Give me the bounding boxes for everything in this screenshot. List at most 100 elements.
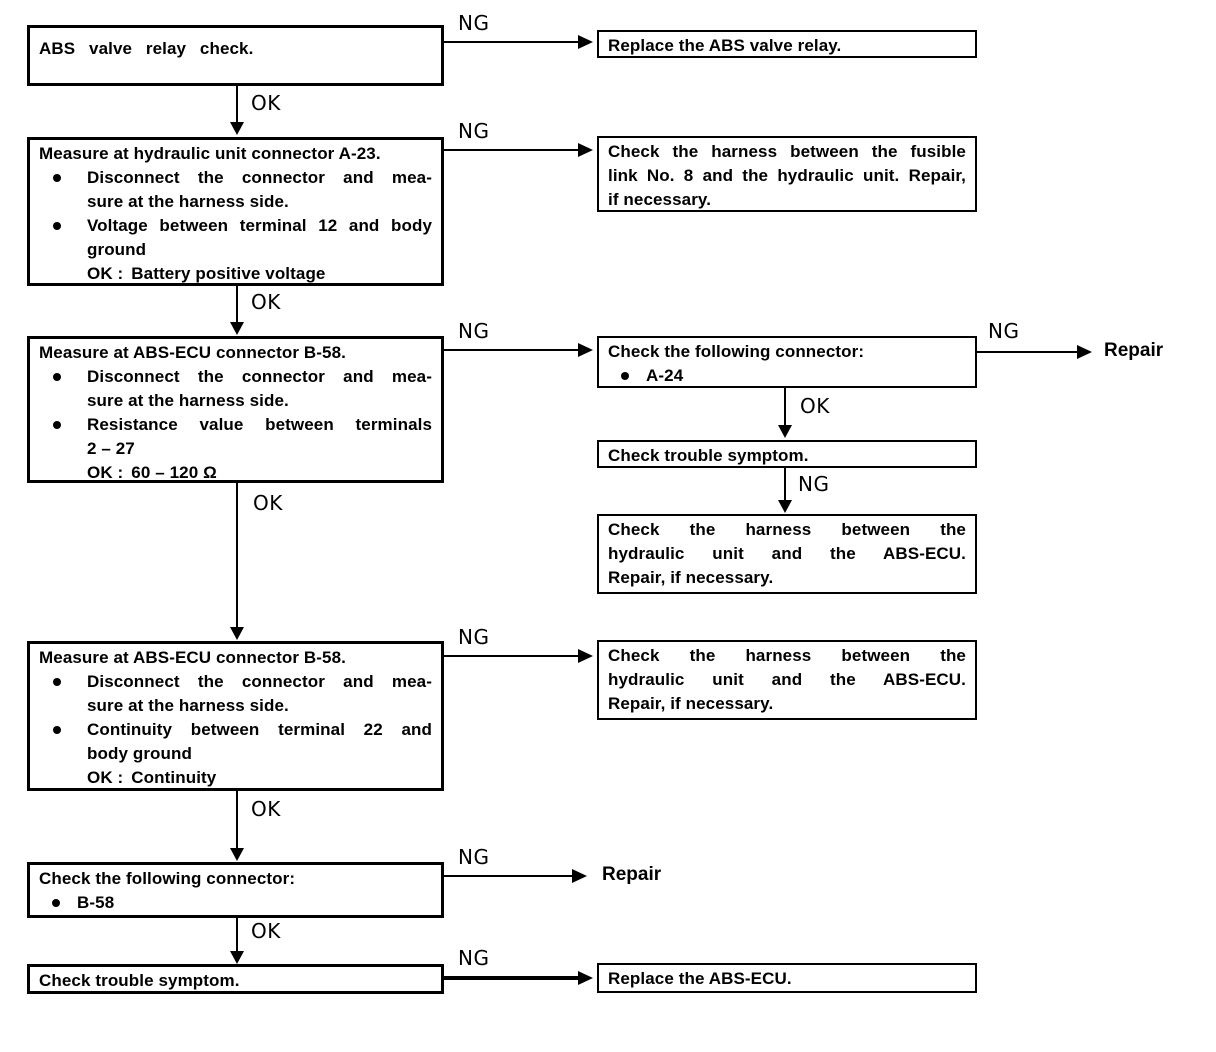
node-text-line: Repair, if necessary. (608, 694, 774, 713)
result-repair-1: Repair (1104, 340, 1164, 361)
bullet-continuation: ground (87, 240, 147, 259)
ok-arrow-4 (236, 791, 238, 849)
node-check-trouble-symptom-left: Check trouble symptom. (27, 964, 444, 994)
bullet-icon (621, 372, 629, 380)
node-text-line: Repair, if necessary. (608, 568, 774, 587)
ng-arrow-1 (444, 41, 578, 43)
node-text: Check trouble symptom. (608, 446, 809, 465)
bullet-icon (52, 899, 60, 907)
bullet-icon (53, 421, 61, 429)
arrowhead-right-icon (578, 143, 593, 157)
node-replace-abs-valve-relay: Replace the ABS valve relay. (597, 30, 977, 58)
node-replace-abs-ecu: Replace the ABS-ECU. (597, 963, 977, 993)
bullet-icon (53, 726, 61, 734)
arrowhead-right-icon (578, 649, 593, 663)
ng-label: NG (458, 946, 490, 970)
node-title: Measure at hydraulic unit connector A-23… (39, 144, 381, 163)
node-title: Measure at ABS-ECU connector B-58. (39, 648, 346, 667)
bullet-item: B-58 (39, 891, 432, 915)
ok-arrow-2 (236, 286, 238, 323)
arrowhead-down-icon (778, 500, 792, 513)
arrowhead-right-icon (578, 343, 593, 357)
node-measure-hydraulic-unit-a23: Measure at hydraulic unit connector A-23… (27, 137, 444, 286)
node-measure-absecu-b58-continuity: Measure at ABS-ECU connector B-58. Disco… (27, 641, 444, 791)
node-text-line: link No. 8 and the hydraulic unit. Repai… (608, 166, 966, 185)
ng-label: NG (458, 119, 490, 143)
bullet-item: Resistance value between terminals (39, 413, 432, 437)
ng-arrow-2 (444, 149, 578, 151)
ok-arrow-1 (236, 86, 238, 123)
bullet-item: A-24 (608, 364, 966, 388)
ng-label: NG (458, 625, 490, 649)
bullet-continuation: sure at the harness side. (87, 192, 289, 211)
node-title: Check the following connector: (39, 869, 296, 888)
arrowhead-right-icon (1077, 345, 1092, 359)
ng-arrow-3 (444, 349, 578, 351)
node-title: Measure at ABS-ECU connector B-58. (39, 343, 346, 362)
node-title: Check the following connector: (608, 342, 865, 361)
ok-criteria: OK :60 – 120 Ω (87, 463, 217, 482)
ng-label: NG (458, 845, 490, 869)
ok-label: OK (251, 91, 281, 115)
node-text: Replace the ABS valve relay. (608, 36, 842, 55)
ng-label: NG (988, 319, 1020, 343)
ok-label: OK (251, 290, 281, 314)
bullet-continuation: sure at the harness side. (87, 696, 289, 715)
ok-criteria: OK :Continuity (87, 768, 217, 787)
node-text-line: Check the harness between the (608, 520, 966, 539)
ng-arrow-6 (444, 976, 578, 980)
bullet-item: Continuity between terminal 22 and (39, 718, 432, 742)
arrowhead-down-icon (230, 122, 244, 135)
ok-criteria: OK :Battery positive voltage (87, 264, 326, 283)
arrowhead-down-icon (230, 848, 244, 861)
arrowhead-down-icon (230, 627, 244, 640)
node-check-trouble-symptom-right: Check trouble symptom. (597, 440, 977, 468)
node-text-line: Check the harness between the fusible (608, 142, 966, 161)
arrowhead-right-icon (572, 869, 587, 883)
node-check-connector-a24: Check the following connector: A-24 (597, 336, 977, 388)
node-text-line: hydraulic unit and the ABS-ECU. (608, 544, 966, 563)
ok-arrow-5 (236, 918, 238, 952)
ng-arrow-4 (444, 655, 578, 657)
arrowhead-right-icon (578, 35, 593, 49)
node-text-line: Check the harness between the (608, 646, 966, 665)
node-text: Check trouble symptom. (39, 971, 240, 990)
ng-arrow-3b (977, 351, 1077, 353)
ok-label: OK (800, 394, 830, 418)
node-text: Replace the ABS-ECU. (608, 969, 792, 988)
bullet-continuation: body ground (87, 744, 192, 763)
arrowhead-down-icon (778, 425, 792, 438)
bullet-continuation: sure at the harness side. (87, 391, 289, 410)
node-text-line: hydraulic unit and the ABS-ECU. (608, 670, 966, 689)
node-text-line: if necessary. (608, 190, 712, 209)
arrowhead-down-icon (230, 951, 244, 964)
bullet-icon (53, 174, 61, 182)
bullet-icon (53, 678, 61, 686)
node-measure-absecu-b58-resistance: Measure at ABS-ECU connector B-58. Disco… (27, 336, 444, 483)
node-check-harness-hydraulic-absecu-2: Check the harness between the hydraulic … (597, 640, 977, 720)
node-text: ABS valve relay check. (39, 39, 254, 58)
bullet-item: Disconnect the connector and mea- (39, 365, 432, 389)
ok-label: OK (251, 919, 281, 943)
node-check-connector-b58: Check the following connector: B-58 (27, 862, 444, 918)
bullet-icon (53, 373, 61, 381)
arrowhead-right-icon (578, 971, 593, 985)
result-repair-2: Repair (602, 864, 662, 885)
ok-label: OK (253, 491, 283, 515)
ok-arrow-3 (236, 483, 238, 628)
bullet-icon (53, 222, 61, 230)
ng-label: NG (798, 472, 830, 496)
bullet-item: Voltage between terminal 12 and body (39, 214, 432, 238)
node-check-harness-hydraulic-absecu-1: Check the harness between the hydraulic … (597, 514, 977, 594)
ng-label: NG (458, 11, 490, 35)
bullet-item: Disconnect the connector and mea- (39, 166, 432, 190)
ng-label: NG (458, 319, 490, 343)
bullet-continuation: 2 – 27 (87, 439, 135, 458)
node-abs-valve-relay-check: ABS valve relay check. (27, 25, 444, 86)
bullet-item: Disconnect the connector and mea- (39, 670, 432, 694)
ng-arrow-right-col (784, 468, 786, 501)
ok-label: OK (251, 797, 281, 821)
ng-arrow-5 (444, 875, 572, 877)
ok-arrow-right-col (784, 388, 786, 426)
